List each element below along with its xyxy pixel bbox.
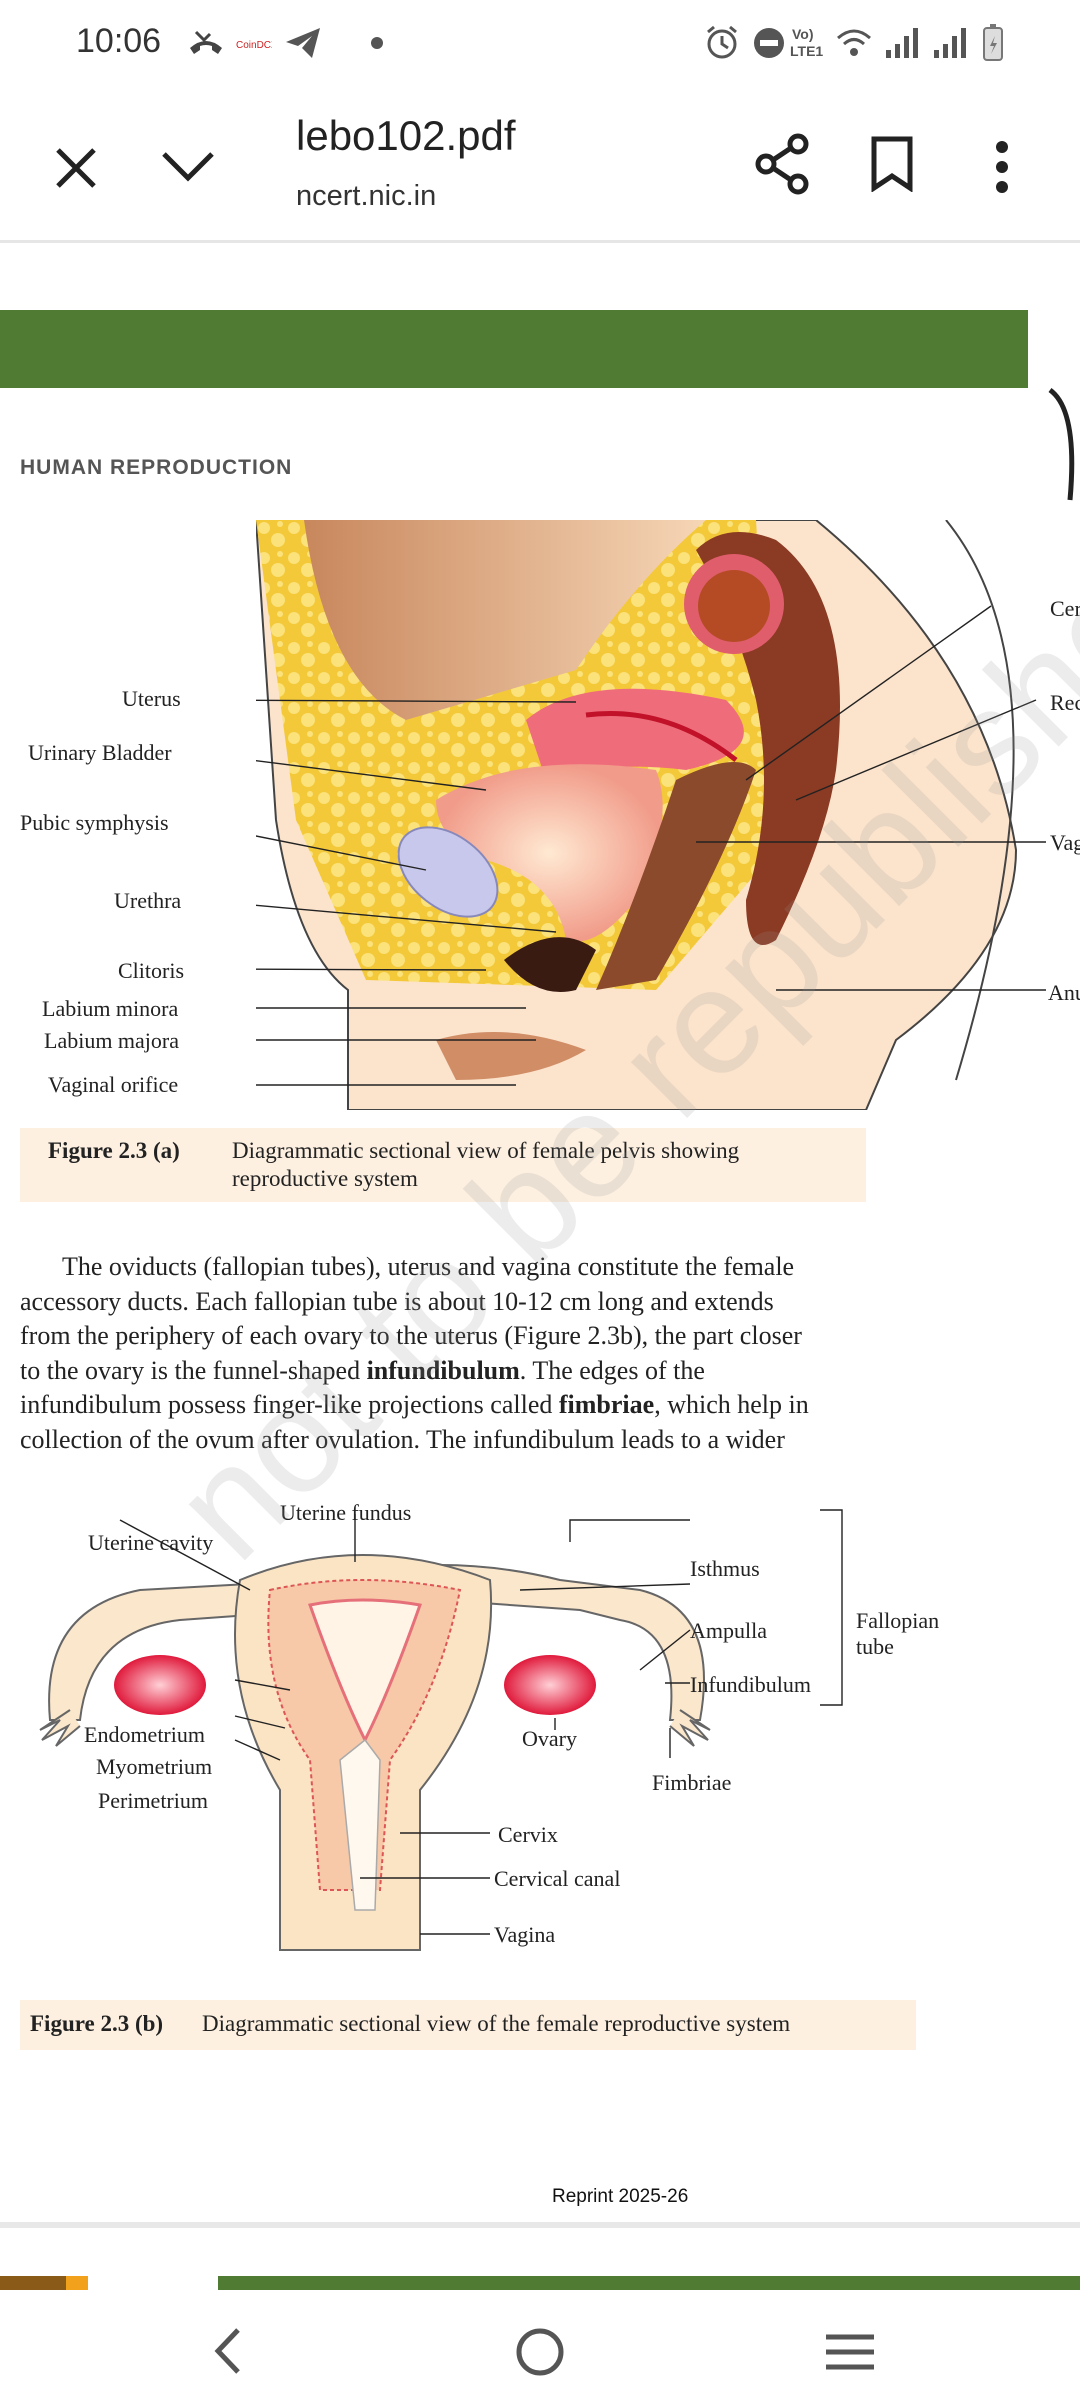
divider — [0, 240, 1080, 243]
label-clitoris: Clitoris — [118, 958, 185, 983]
paragraph-line: collection of the ovum after ovulation. … — [20, 1424, 785, 1454]
term-fimbriae: fimbriae — [558, 1390, 655, 1420]
signal-icon — [886, 28, 918, 58]
figure-a-caption-line2: reproductive system — [232, 1166, 418, 1191]
label-infundibulum: Infundibulum — [690, 1672, 811, 1697]
paragraph-line: The oviducts (fallopian tubes), uterus a… — [62, 1252, 795, 1281]
pelvis-section-figure — [256, 520, 1046, 1110]
label-uterine-fundus: Uterine fundus — [280, 1500, 412, 1525]
reprint-footer: Reprint 2025-26 — [552, 2186, 689, 2207]
label-anus-cut: Anu — [1048, 980, 1080, 1005]
document-domain: ncert.nic.in — [296, 180, 437, 212]
paragraph-line: from the periphery of each ovary to the … — [20, 1321, 802, 1351]
wifi-icon — [837, 29, 871, 56]
back-icon[interactable] — [210, 2326, 244, 2376]
share-icon[interactable] — [754, 132, 812, 196]
label-urinary-bladder: Urinary Bladder — [28, 740, 172, 765]
figure-b-caption-text: Diagrammatic sectional view of the femal… — [202, 2011, 791, 2036]
page-header-band — [0, 310, 1028, 388]
label-labium-minora: Labium minora — [42, 996, 179, 1021]
label-endometrium: Endometrium — [84, 1722, 205, 1747]
app-bar — [0, 90, 1080, 240]
text-run: . The edges of the — [519, 1355, 705, 1385]
label-ampulla: Ampulla — [690, 1618, 767, 1643]
label-perimetrium: Perimetrium — [98, 1788, 208, 1813]
label-rectum-cut: Rec — [1050, 690, 1080, 715]
document-title: lebo102.pdf — [296, 112, 516, 159]
body-paragraph: The oviducts (fallopian tubes), uterus a… — [20, 1250, 904, 1458]
chapter-header: HUMAN REPRODUCTION — [20, 456, 293, 479]
battery-icon — [983, 24, 1003, 61]
next-page-band-segment — [0, 2276, 66, 2290]
chevron-down-icon[interactable] — [160, 146, 216, 186]
label-cervix-cut: Cer — [1050, 596, 1080, 621]
female-reproductive-system-figure — [39, 1509, 843, 1951]
status-time: 10:06 — [76, 22, 162, 60]
close-icon[interactable] — [52, 144, 100, 192]
label-myometrium: Myometrium — [96, 1754, 213, 1779]
label-vagina-cut: Vag — [1050, 830, 1080, 855]
telegram-icon — [286, 28, 320, 58]
next-page-band-segment — [66, 2276, 88, 2290]
volte-icon: Vo)LTE1 — [790, 26, 823, 59]
navigation-bar — [0, 2294, 1080, 2408]
label-urethra: Urethra — [114, 888, 182, 913]
status-bar: 10:06 CoinDCX Vo)LTE1 — [0, 0, 1080, 90]
label-uterus: Uterus — [122, 686, 181, 711]
label-cervix: Cervix — [498, 1822, 558, 1847]
adjacent-page-edge — [1040, 300, 1080, 520]
label-uterine-cavity: Uterine cavity — [88, 1530, 214, 1555]
label-vagina: Vagina — [494, 1922, 556, 1947]
missed-call-icon — [190, 30, 222, 54]
label-labium-majora: Labium majora — [44, 1028, 180, 1053]
figure-b-caption-number: Figure 2.3 (b) — [30, 2011, 164, 2036]
text-run: to the ovary is the funnel-shaped — [20, 1355, 367, 1385]
label-ovary: Ovary — [522, 1726, 577, 1751]
svg-text:LTE1: LTE1 — [790, 43, 823, 59]
term-infundibulum: infundibulum — [366, 1355, 520, 1385]
signal-icon — [934, 28, 966, 58]
coinmarket-icon: CoinDCX — [236, 38, 272, 51]
paragraph-line: to the ovary is the funnel-shaped infund… — [20, 1354, 904, 1389]
dot-icon — [371, 37, 383, 49]
text-run: infundibulum possess finger-like project… — [20, 1390, 559, 1420]
label-isthmus: Isthmus — [690, 1556, 760, 1581]
label-fimbriae: Fimbriae — [652, 1770, 732, 1795]
figure-b-caption: Figure 2.3 (b) Diagrammatic sectional vi… — [20, 2000, 916, 2050]
figure-a-caption-number: Figure 2.3 (a) — [48, 1138, 180, 1163]
label-cervical-canal: Cervical canal — [494, 1866, 621, 1891]
dnd-icon — [754, 28, 784, 58]
label-pubic-symphysis: Pubic symphysis — [20, 810, 169, 835]
label-vaginal-orifice: Vaginal orifice — [48, 1072, 179, 1097]
figure-a-caption: Figure 2.3 (a) Diagrammatic sectional vi… — [20, 1128, 866, 1202]
bookmark-icon[interactable] — [870, 136, 914, 192]
text-run: , which help in — [654, 1390, 809, 1420]
alarm-icon — [707, 25, 737, 59]
page-separator — [0, 2222, 1080, 2228]
more-vert-icon[interactable] — [990, 140, 1014, 194]
label-fallopian-tube: Fallopian tube — [856, 1608, 940, 1659]
paragraph-line: infundibulum possess finger-like project… — [20, 1388, 904, 1423]
next-page-band-segment — [88, 2276, 218, 2290]
paragraph-line: accessory ducts. Each fallopian tube is … — [20, 1286, 774, 1316]
svg-text:CoinDCX: CoinDCX — [236, 40, 272, 51]
recents-icon[interactable] — [824, 2332, 876, 2372]
svg-text:Vo): Vo) — [792, 26, 814, 42]
figure-a-caption-line1: Diagrammatic sectional view of female pe… — [232, 1138, 740, 1163]
next-page-header-band — [0, 2276, 1080, 2290]
home-icon[interactable] — [514, 2326, 566, 2378]
